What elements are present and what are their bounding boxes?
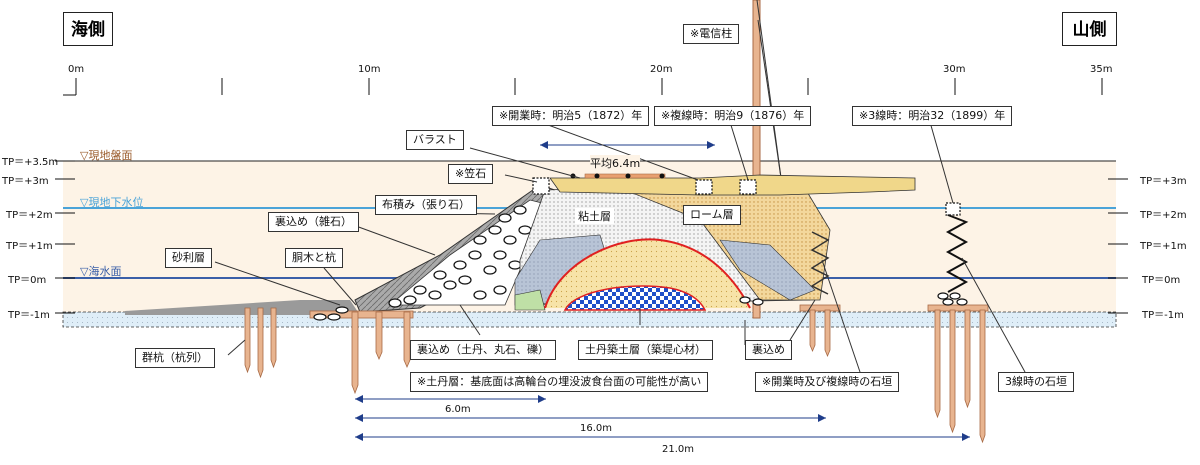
- callout-uragome-rubble: 裏込め（雑石）: [268, 212, 359, 232]
- callout-piles: 群杭（杭列）: [135, 348, 215, 368]
- callout-telegraph-pole: ※電信柱: [683, 24, 740, 44]
- dim-16m-label: 16.0m: [580, 423, 613, 434]
- stone-wall-triple: [945, 214, 969, 293]
- callout-opening: ※開業時：明治5（1872）年: [492, 106, 650, 126]
- avg-width-label: 平均6.4m: [590, 155, 641, 171]
- scale-label-20: 20m: [650, 64, 673, 75]
- green-layer: [514, 289, 546, 311]
- dotan-boundary: [544, 238, 751, 309]
- capstone-double: [695, 179, 713, 195]
- stone-wall-opening-double: [810, 231, 830, 295]
- mountain-side-label: 山側: [1062, 12, 1117, 46]
- callout-double: ※複線時：明治9（1876）年: [654, 106, 812, 126]
- capstone-opening: [532, 177, 550, 195]
- callout-dotan-core: 土丹築土層（築堤心材）: [578, 340, 713, 360]
- callout-gravel: 砂利層: [165, 248, 212, 268]
- callout-dougi: 胴木と杭: [285, 248, 343, 268]
- gravel-layer: [125, 300, 360, 315]
- distance-ruler: [63, 78, 1103, 96]
- scale-label-35: 35m: [1090, 64, 1113, 75]
- capstone-triple: [945, 202, 961, 216]
- tp-label-2-right: TP＝+2m: [1140, 210, 1187, 221]
- scale-label-0: 0m: [68, 64, 85, 75]
- callout-triple: ※3線時：明治32（1899）年: [852, 106, 1013, 126]
- tp-label-0-right: TP＝0m: [1142, 275, 1181, 286]
- sea-level-label: ▽海水面: [80, 265, 122, 278]
- scale-label-30: 30m: [943, 64, 966, 75]
- tp-label-0-left: TP＝0m: [8, 275, 47, 286]
- ground-surface-label: ▽現地盤面: [80, 149, 133, 162]
- callout-ballast: バラスト: [406, 130, 464, 150]
- tp-label-m1-left: TP＝-1m: [8, 310, 50, 321]
- checker-core: [563, 285, 707, 311]
- sea-side-label: 海側: [63, 12, 113, 46]
- scale-label-10: 10m: [358, 64, 381, 75]
- tp-label-2-left: TP＝+2m: [6, 210, 53, 221]
- callout-uragome: 裏込め: [745, 340, 792, 360]
- tp-label-m1-right: TP＝-1m: [1142, 310, 1184, 321]
- loam-layer-label: ローム層: [683, 205, 741, 225]
- foundation-beam-mid: [799, 304, 841, 312]
- callout-uragome-soil: 裏込め（土丹、丸石、礫）: [410, 340, 556, 360]
- callout-dotan-note: ※土丹層：基底面は高輪台の埋没波食台面の可能性が高い: [410, 372, 709, 392]
- clay-layer-label: 粘土層: [575, 208, 614, 224]
- tp-label-3-left: TP＝+3m: [2, 176, 49, 187]
- tp-label-1-right: TP＝+1m: [1140, 241, 1187, 252]
- dim-6m-label: 6.0m: [445, 404, 471, 415]
- tp-label-3-right: TP＝+3m: [1140, 176, 1187, 187]
- foundation-beam-right: [927, 304, 989, 312]
- tp-label-3.5-left: TP＝+3.5m: [2, 157, 59, 168]
- tp-label-1-left: TP＝+1m: [6, 241, 53, 252]
- pile-group: [244, 307, 986, 444]
- groundwater-label: ▽現地下水位: [80, 196, 144, 209]
- ballast-layer: [549, 174, 916, 196]
- callout-nunozumi: 布積み（張り石）: [375, 195, 477, 215]
- callout-wall-opening-double: ※開業時及び複線時の石垣: [755, 372, 900, 392]
- telegraph-pole: [752, 0, 761, 319]
- callout-wall-triple: 3線時の石垣: [998, 372, 1074, 392]
- capstone-double-2: [739, 179, 757, 195]
- foundation-beam-left: [309, 310, 414, 319]
- dim-21m-label: 21.0m: [662, 444, 695, 455]
- callout-capstone: ※笠石: [448, 164, 494, 184]
- rail: [584, 173, 666, 179]
- gray-layer-right: [719, 239, 816, 301]
